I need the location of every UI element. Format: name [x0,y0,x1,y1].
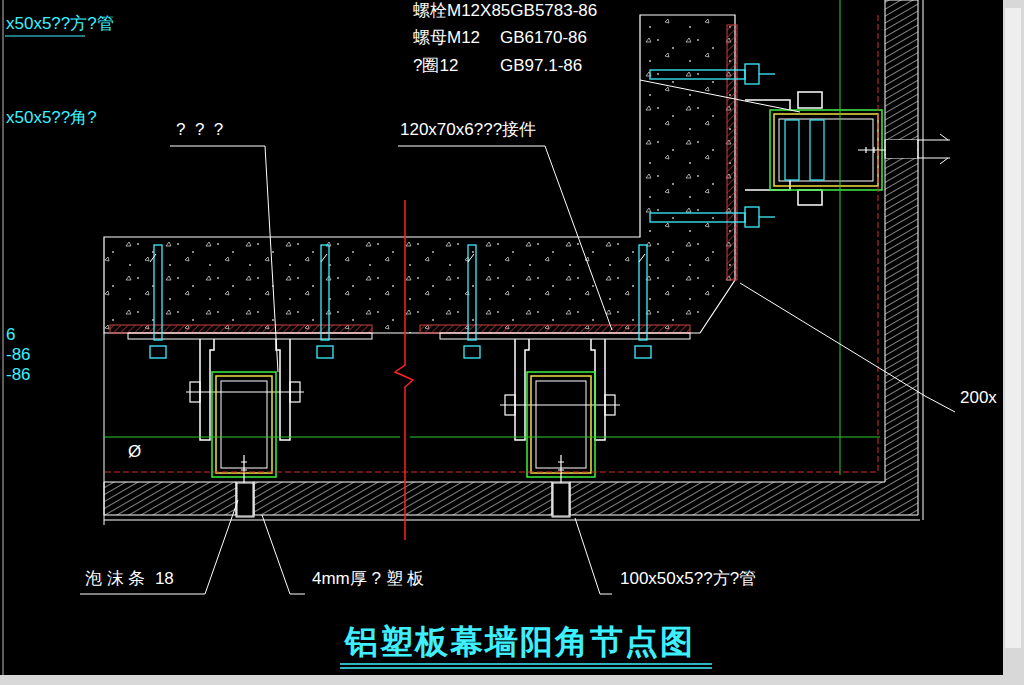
callout-label: x50x5??角? [6,108,97,128]
callout-label: GB6170-86 [500,28,587,48]
callout-label: 6 [6,325,15,345]
callout-label: -86 [6,345,31,365]
callout-label: Ø [128,442,141,462]
callout-label: 4mm厚 ? 塑 板 [312,569,424,589]
callout-label: ? ? ? [176,120,223,140]
callout-label: GB97.1-86 [500,56,582,76]
callout-label: 泡 沫 条 18 [85,569,174,589]
callout-label: -86 [6,365,31,385]
callout-label: 120x70x6???接件 [400,120,536,140]
callout-label: ?圈12 [413,56,458,76]
callout-label: 螺栓M12X85GB5783-86 [413,1,597,21]
callout-label: 200x [960,388,997,408]
callout-label: 螺母M12 [413,28,480,48]
callout-label: x50x5??方?管 [6,14,114,34]
callout-label: 100x50x5??方?管 [620,569,756,589]
drawing-title: 铝塑板幕墙阳角节点图 [345,622,695,662]
